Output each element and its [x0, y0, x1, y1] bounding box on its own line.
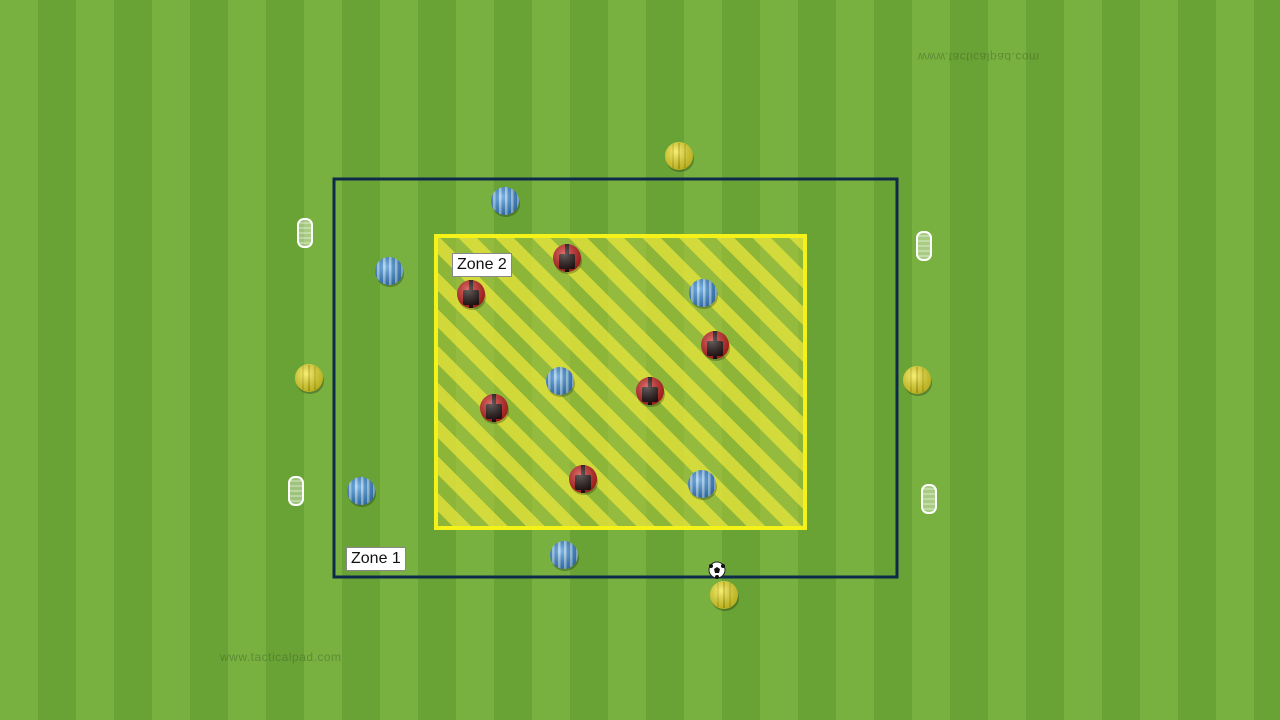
blue-striped-player-icon	[375, 257, 404, 287]
red-black-player-icon	[553, 244, 582, 274]
red-black-player-icon	[569, 465, 598, 495]
red-black-player-icon	[701, 331, 730, 361]
yellow-neutral-player-icon	[903, 366, 932, 396]
zone1-label: Zone 1	[346, 547, 406, 571]
zone2-label: Zone 2	[452, 253, 512, 277]
red-black-player-icon	[480, 394, 509, 424]
yellow-neutral-player-icon	[295, 364, 324, 394]
blue-striped-player-icon	[688, 470, 717, 500]
blue-striped-player-icon	[546, 367, 575, 397]
watermark-bottom-left: www.tacticalpad.com	[220, 650, 342, 664]
blue-striped-player-icon	[689, 279, 718, 309]
mini-goal-icon	[921, 484, 937, 514]
zone2-area	[434, 234, 807, 530]
blue-striped-player-icon	[347, 477, 376, 507]
red-black-player-icon	[636, 377, 665, 407]
red-black-player-icon	[457, 280, 486, 310]
mini-goal-icon	[297, 218, 313, 248]
soccer-ball-icon	[708, 561, 726, 579]
mini-goal-icon	[916, 231, 932, 261]
mini-goal-icon	[288, 476, 304, 506]
blue-striped-player-icon	[550, 541, 579, 571]
yellow-neutral-player-icon	[665, 142, 694, 172]
watermark-top-right: www.tacticalpad.com	[918, 50, 1040, 64]
blue-striped-player-icon	[491, 187, 520, 217]
yellow-neutral-player-icon	[710, 581, 739, 611]
zone1-boundary	[332, 177, 899, 579]
